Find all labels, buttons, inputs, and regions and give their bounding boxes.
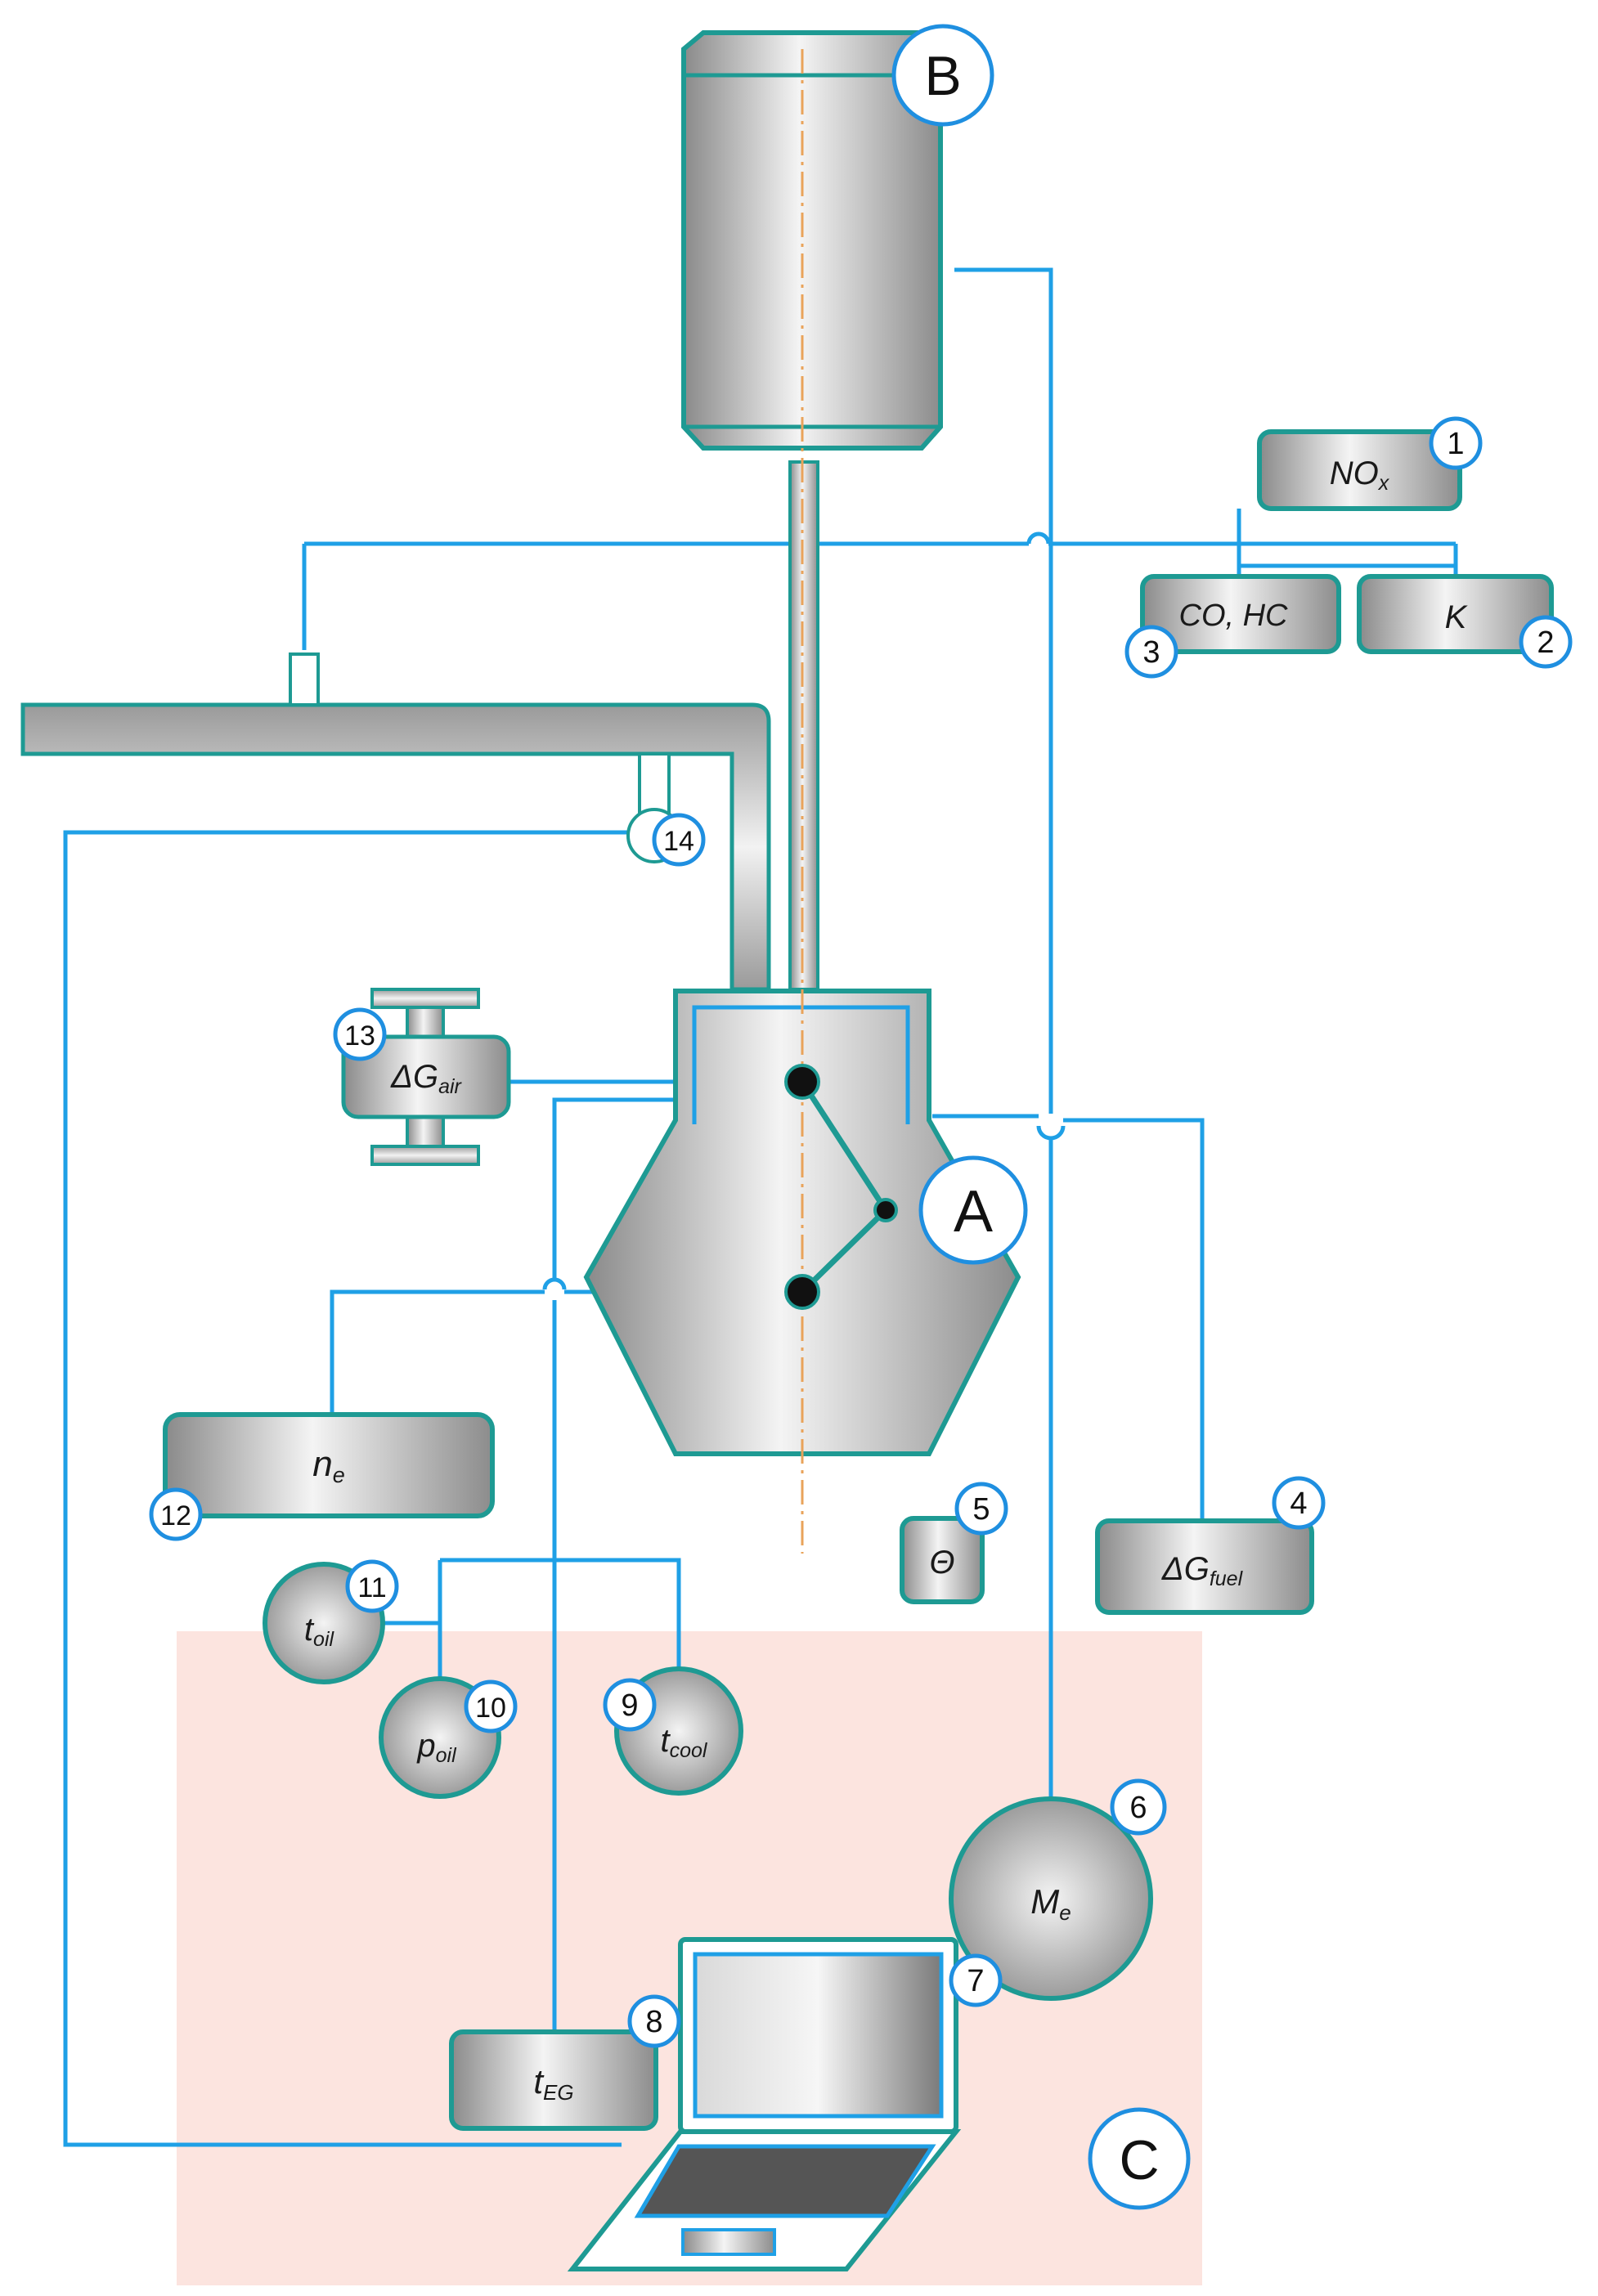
badge-number-1: 1 <box>1447 427 1464 461</box>
badge-11 <box>345 1559 399 1613</box>
air-flow-meter <box>341 988 511 1166</box>
badge-number-9: 9 <box>621 1688 638 1723</box>
badge-2 <box>1519 615 1573 669</box>
badge-8 <box>627 1994 681 2048</box>
sensor-label-6: Me <box>1030 1882 1071 1925</box>
sensor-label-12: ne <box>312 1444 345 1487</box>
torque-gauge <box>949 1796 1153 2001</box>
sensor-label-2: K <box>1445 599 1469 635</box>
badge-12 <box>149 1487 203 1541</box>
badge-number-6: 6 <box>1129 1791 1147 1825</box>
badge-number-8: 8 <box>645 2005 662 2039</box>
badge-number-11: 11 <box>357 1572 386 1603</box>
sensor-label-3: CO, HC <box>1179 599 1289 633</box>
sensor-label-11: toil <box>304 1612 335 1651</box>
badge-number-12: 12 <box>160 1500 191 1531</box>
angle-sensor <box>900 1516 985 1604</box>
badge-5 <box>954 1482 1008 1536</box>
sensor-label-4: ΔGfuel <box>1161 1551 1244 1590</box>
badge-9 <box>603 1678 657 1732</box>
badge-number-3: 3 <box>1142 635 1160 670</box>
unit-badge-b <box>891 24 994 127</box>
badge-number-2: 2 <box>1537 626 1554 660</box>
sensor-label-13: ΔGair <box>390 1059 462 1098</box>
badge-13 <box>333 1007 387 1061</box>
exhaust-temp-sensor <box>449 2029 658 2131</box>
crank-pin <box>873 1198 898 1222</box>
speed-sensor <box>163 1412 495 1518</box>
badge-14 <box>652 813 706 867</box>
sensor-label-1: NOx <box>1330 455 1390 495</box>
badge-10 <box>464 1679 518 1733</box>
badge-3 <box>1124 625 1178 679</box>
badge-number-13: 13 <box>344 1020 375 1052</box>
unit-badge-a <box>918 1155 1028 1265</box>
unit-label-b: B <box>924 45 961 107</box>
co-hc-analyzer <box>1140 574 1341 654</box>
sensor-label-8: tEG <box>533 2062 573 2105</box>
badge-number-10: 10 <box>475 1693 506 1724</box>
shaft <box>788 460 819 991</box>
exhaust-pipe <box>20 702 771 992</box>
fuel-flow-meter <box>1095 1518 1314 1615</box>
sensor-label-5: Θ <box>929 1545 954 1581</box>
unit-label-a: A <box>954 1179 993 1244</box>
badge-4 <box>1272 1476 1326 1530</box>
exhaust-probe <box>289 652 320 706</box>
laptop-computer <box>567 1937 962 2271</box>
badge-number-14: 14 <box>663 826 694 857</box>
badge-6 <box>1110 1778 1167 1836</box>
unit-badge-c <box>1088 2107 1191 2210</box>
unit-label-c: C <box>1119 2129 1159 2191</box>
badge-1 <box>1429 416 1483 470</box>
sensor-label-9: tcool <box>661 1723 708 1762</box>
piston-pin <box>784 1064 820 1100</box>
crankshaft <box>784 1274 820 1310</box>
nox-analyzer <box>1257 429 1462 511</box>
badge-number-4: 4 <box>1290 1487 1307 1521</box>
sensor-label-10: poil <box>416 1728 457 1767</box>
smoke-meter <box>1357 574 1554 654</box>
badge-number-7: 7 <box>967 1964 984 1998</box>
badge-7 <box>949 1953 1003 2007</box>
badge-number-5: 5 <box>972 1492 990 1527</box>
